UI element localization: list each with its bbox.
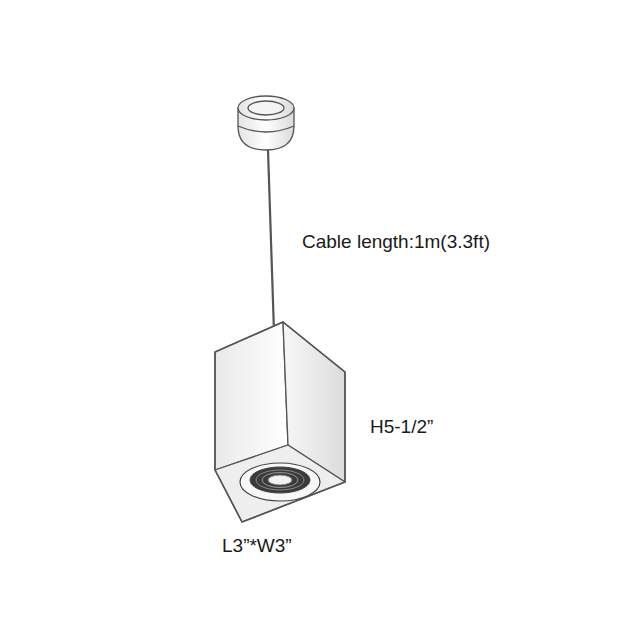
- width-dimension: L3”*W3”: [222, 536, 292, 557]
- lamp-body: [215, 322, 345, 522]
- height-dimension: H5-1/2”: [370, 417, 433, 438]
- cable-length-dimension: Cable length:1m(3.3ft): [302, 232, 490, 253]
- cable: [268, 150, 274, 332]
- ceiling-canopy: [238, 96, 294, 150]
- lamp-lens: [240, 463, 320, 501]
